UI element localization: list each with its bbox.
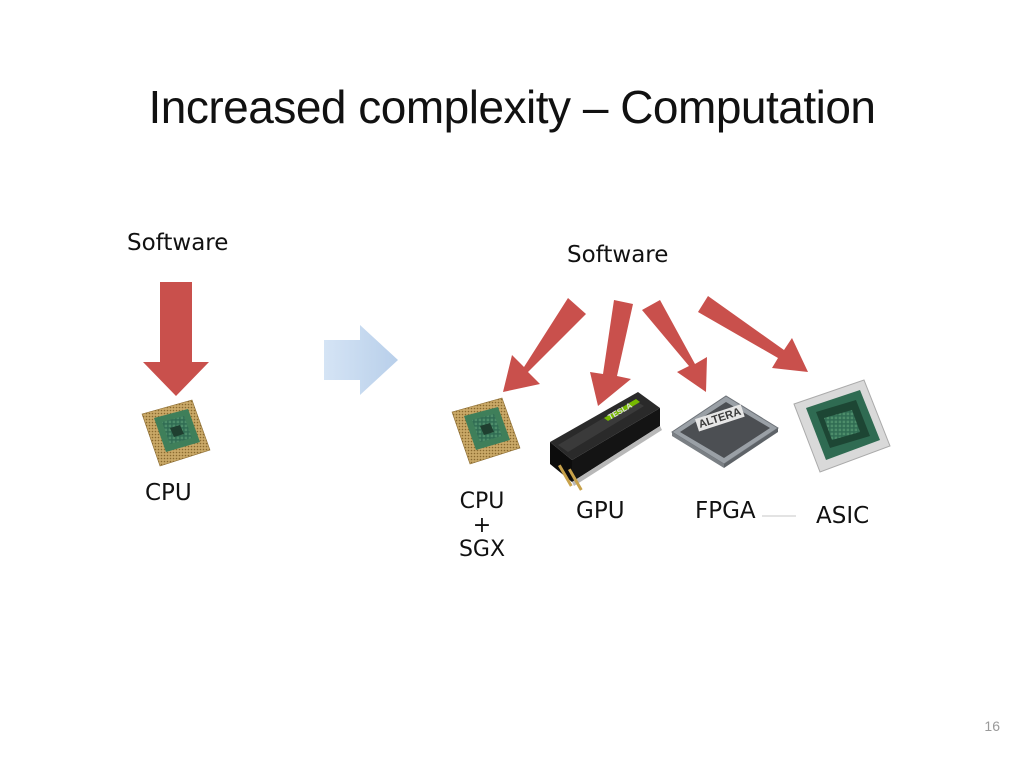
gpu-label: GPU [576,498,625,524]
left-down-arrow [143,282,209,396]
transition-arrow-icon [324,325,398,395]
left-software-label: Software [127,230,229,256]
slide-title: Increased complexity – Computation [148,81,876,133]
arrow-to-gpu [590,300,633,406]
fpga-chip-icon: ALTERA [671,395,779,468]
left-cpu-label: CPU [145,480,192,506]
cpu-sgx-label: CPU + SGX [452,487,512,565]
cpu-chip-icon [141,399,211,467]
cpu-sgx-line-sgx: SGX [458,537,506,562]
arrow-to-fpga [642,300,707,392]
cpu-sgx-line-cpu: CPU [459,489,505,514]
cpu-sgx-line-plus: + [472,513,492,538]
right-software-label: Software [567,242,669,268]
arrow-to-cpu-sgx [503,298,586,392]
asic-label: ASIC [816,503,870,529]
page-number: 16 [984,718,1000,734]
asic-chip-icon [793,379,891,473]
gpu-card-icon: TESLA [550,392,662,491]
cpu-sgx-chip-icon [451,397,521,465]
arrow-to-asic [698,296,808,372]
fpga-label: FPGA [695,498,756,524]
